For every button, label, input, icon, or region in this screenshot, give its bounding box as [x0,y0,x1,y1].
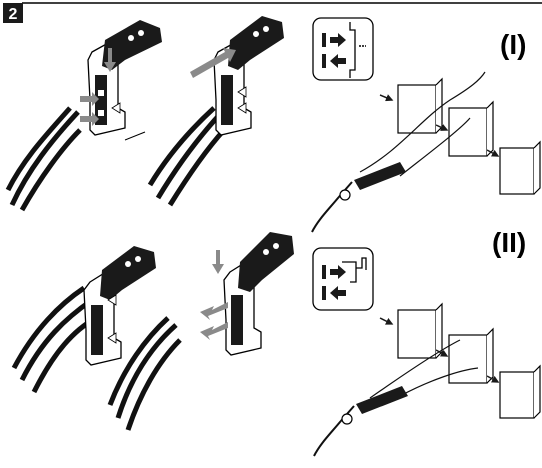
mode-2-label: (II) [492,227,526,258]
input-bar [322,265,326,279]
cable-port-panel [91,305,103,355]
movement-arrow-icon [380,95,392,100]
step-number: 2 [9,6,18,23]
workpiece-box [398,310,436,358]
indicator-led [138,30,144,36]
workpiece-side [534,366,540,418]
indicator-led [253,31,259,37]
indicator-led [135,256,141,262]
workpiece-side [534,142,540,194]
rail-line [125,132,145,140]
amplifier-cover [238,232,294,292]
amplifier-unit-release-lever [150,16,284,205]
mode-1-panel: (I) [312,18,540,232]
cable-port [98,110,104,116]
pull-out-arrow-icon [200,322,228,340]
pull-out-arrow-icon [200,302,228,320]
fiber-cable [150,108,214,185]
cable-port-panel [231,295,243,345]
workpiece-box [398,85,436,133]
cable-port-panel [221,75,233,125]
indicator-led [273,243,279,249]
output-bar [322,286,326,300]
amplifier-unit-cables-attached [14,246,156,392]
fiber-cable [12,112,78,205]
fiber-cable [14,288,84,368]
mode-2-panel: (II) [313,227,540,456]
workpiece-box [500,148,534,194]
mounted-amplifier [354,162,406,190]
amplifier-cover [100,246,156,300]
output-bar [322,54,326,68]
input-bar [322,33,326,47]
mode-1-label: (I) [500,29,526,60]
indicator-led [125,261,131,267]
workpiece-box [500,372,534,418]
workpiece-side [487,329,493,383]
amplifier-cover [228,16,284,70]
cable-connector [342,414,352,424]
indicator-led [263,26,269,32]
amplifier-unit-insert-cables [8,20,162,210]
cable-connector [340,190,350,200]
press-down-arrow-icon [212,250,224,274]
movement-arrow-icon [380,318,392,324]
cable-port [98,90,104,96]
workpiece-side [487,102,493,156]
indicator-led [128,35,134,41]
mode-1-symbol-box [313,18,373,80]
indicator-led [263,249,269,255]
